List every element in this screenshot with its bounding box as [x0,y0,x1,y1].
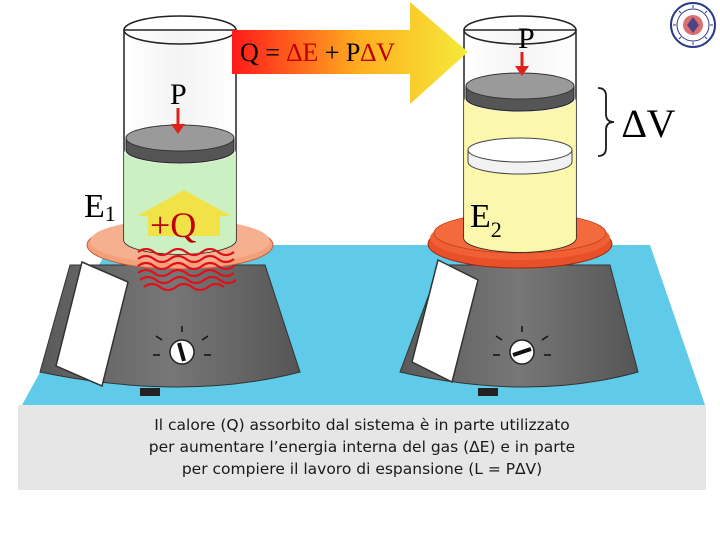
right-knob-icon [493,326,551,365]
left-cylinder [123,15,237,292]
heat-label: +Q [150,205,197,245]
initial-piston-outline [467,137,573,175]
equation-plus-p: + P [318,38,361,67]
caption-line-1: Il calore (Q) assorbito dal sistema è in… [154,416,570,434]
process-arrow-icon [232,2,468,104]
right-piston [465,72,575,112]
right-pressure-arrow-icon [515,52,529,76]
equation-equals: = [258,38,287,67]
pressure-label-left: P [170,78,187,111]
heat-arrow-icon [137,190,231,236]
delta-v-label: ∆V [622,101,676,146]
energy-label-e1: E1 [84,188,116,226]
first-law-equation: Q = ∆E + P∆V [240,38,395,68]
right-cylinder [463,15,577,253]
energy-label-e2: E2 [470,198,502,242]
left-control-panel [55,260,129,388]
equation-delta-v: ∆V [360,38,396,67]
left-piston [125,124,235,164]
left-knob-icon [153,326,211,365]
caption: Il calore (Q) assorbito dal sistema è in… [18,405,706,490]
equation-delta-e: ∆E [286,38,319,67]
university-seal-icon [670,2,716,48]
caption-line-2: per aumentare l’energia interna del gas … [148,438,576,456]
equation-q: Q [240,38,259,67]
right-control-panel [411,258,479,384]
caption-line-3: per compiere il lavoro di espansione (L … [181,460,543,478]
pressure-label-right: P [518,22,535,55]
left-pressure-arrow-icon [171,108,185,134]
flame-icon [137,247,237,292]
volume-brace [597,87,615,157]
right-gas [464,98,576,252]
